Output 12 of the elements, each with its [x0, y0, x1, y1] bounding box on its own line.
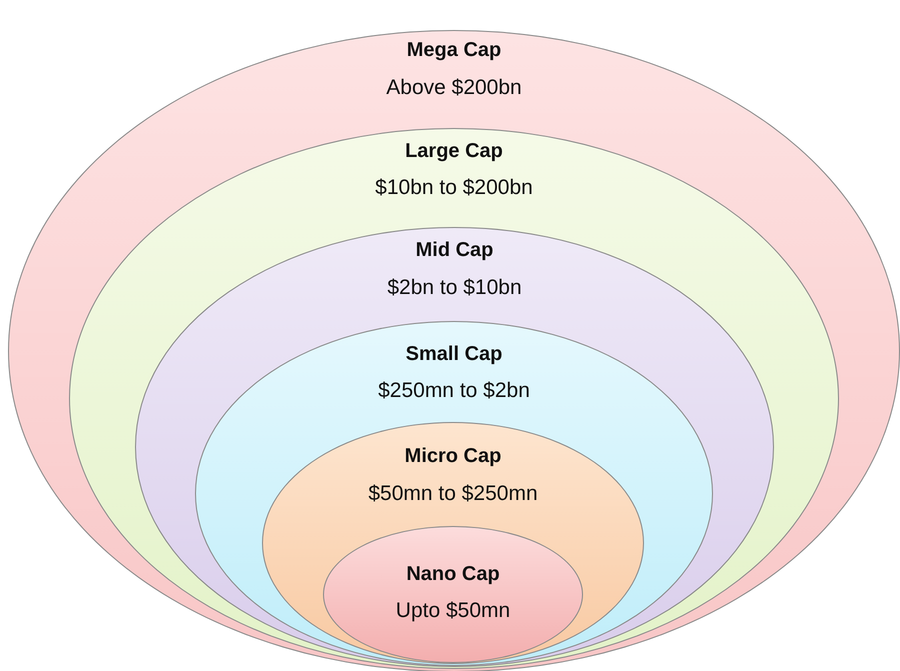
value-range: $250mn to $2bn [378, 378, 530, 404]
value-range: Above $200bn [386, 75, 522, 101]
tier-heading: Micro Cap [404, 444, 502, 469]
tier-heading: Small Cap [406, 342, 502, 367]
value-range: $50mn to $250mn [368, 481, 538, 507]
tier-heading: Mega Cap [406, 38, 502, 63]
tier-heading: Mid Cap [416, 238, 494, 263]
tier-heading: Nano Cap [406, 562, 500, 587]
value-range: $10bn to $200bn [375, 175, 533, 201]
value-range: Upto $50mn [396, 598, 510, 624]
value-range: $2bn to $10bn [387, 275, 522, 301]
tier-heading: Large Cap [405, 139, 503, 164]
